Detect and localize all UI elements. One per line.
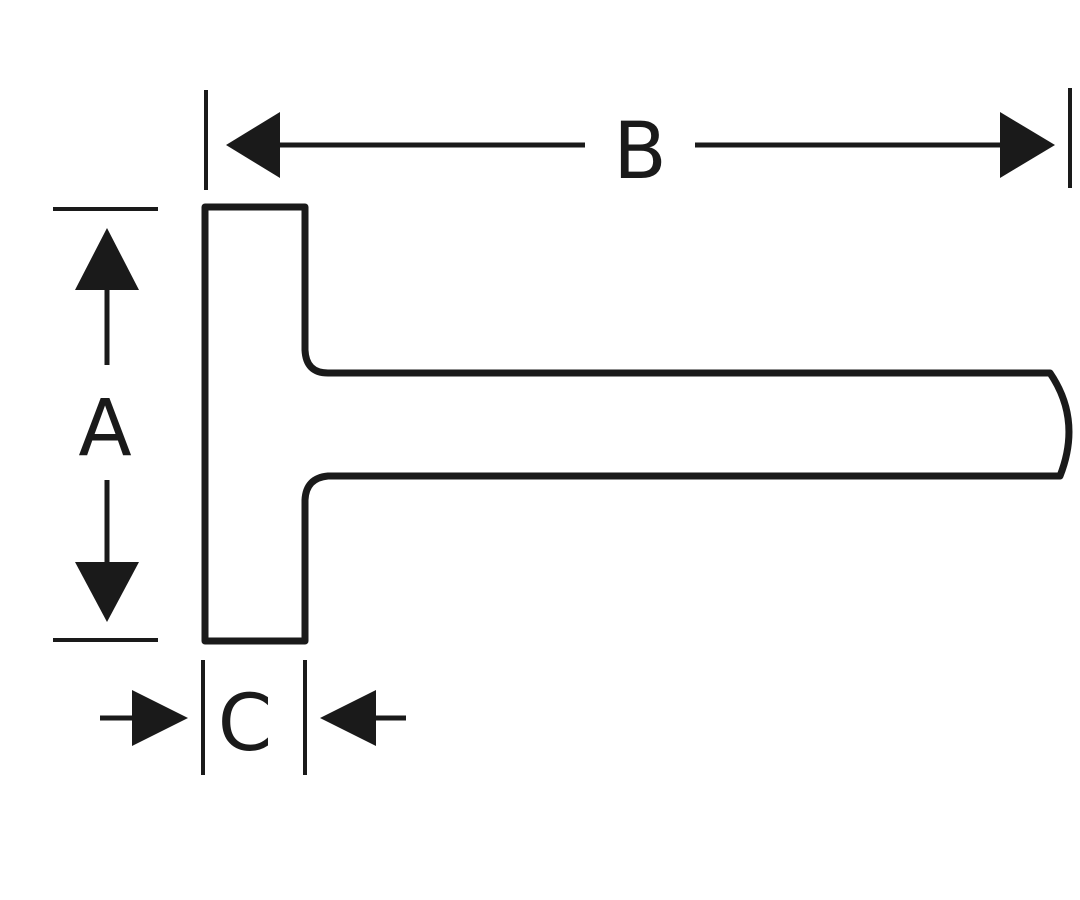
- dimension-b-arrowhead-left: [226, 112, 280, 178]
- dimension-c-label: C: [218, 679, 272, 769]
- dimension-a-arrowhead-bottom: [75, 562, 139, 622]
- hammer-head: [201, 203, 1073, 645]
- dimension-c: C: [100, 660, 406, 775]
- dimension-c-arrowhead-left: [132, 690, 188, 746]
- dimension-b-label: B: [613, 107, 667, 197]
- hammer-outline: [201, 203, 1073, 645]
- dimension-a-arrowhead-top: [75, 228, 139, 290]
- dimension-a: A: [53, 207, 158, 642]
- dimension-b: B: [204, 88, 1072, 197]
- dimension-b-arrowhead-right: [1000, 112, 1055, 178]
- dimension-c-arrowhead-right: [320, 690, 376, 746]
- dimension-a-label: A: [78, 384, 131, 474]
